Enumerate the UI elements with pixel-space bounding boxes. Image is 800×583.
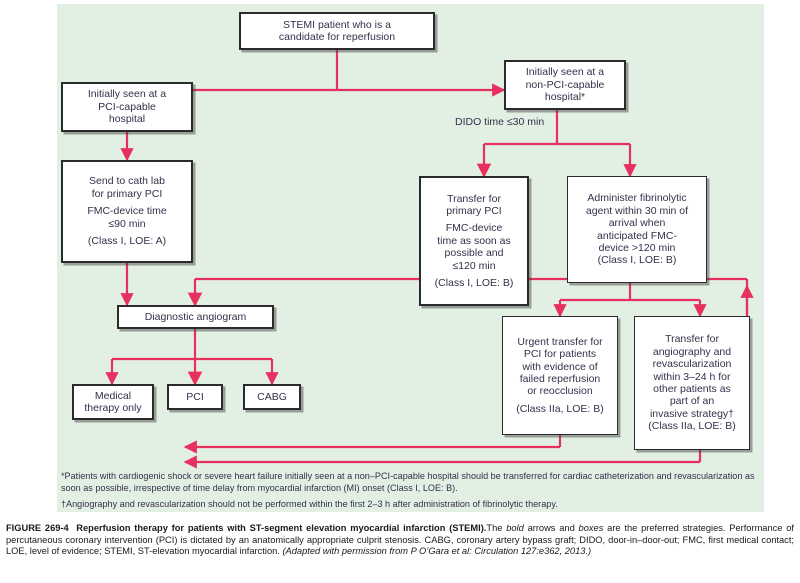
- node-urgent-transfer-pci-line-1: Urgent transfer for: [517, 335, 603, 348]
- node-administer-fibrinolytic-line-2: agent within 30 min of: [585, 204, 689, 217]
- node-send-to-cath-lab-line-4: FMC-device time: [87, 205, 167, 218]
- node-transfer-angiography-line-7: invasive strategy†: [649, 407, 735, 420]
- node-cabg-label: CABG: [257, 390, 287, 403]
- node-send-to-cath-lab-line-7: (Class I, LOE: A): [87, 235, 167, 248]
- node-transfer-primary-pci-line-1: Transfer for: [447, 192, 501, 205]
- node-pci-capable-hospital-line-2: PCI-capable: [98, 100, 156, 113]
- figure-number: FIGURE 269-4: [6, 523, 69, 533]
- figure-caption: FIGURE 269-4 Reperfusion therapy for pat…: [6, 523, 794, 558]
- node-transfer-primary-pci-line-7: ≤120 min: [452, 259, 496, 272]
- node-pci-capable-hospital-line-1: Initially seen at a: [87, 88, 167, 101]
- node-transfer-angiography-line-6: part of an: [669, 395, 715, 408]
- node-medical-therapy-only-line-2: therapy only: [84, 402, 142, 414]
- node-non-pci-capable-hospital-line-2: non-PCI-capable: [525, 78, 605, 91]
- edge-label-dido: DIDO time ≤30 min: [455, 116, 545, 128]
- caption-note-3: are the preferred strategies. Performanc…: [6, 523, 795, 557]
- node-transfer-primary-pci[interactable]: Transfer for primary PCI FMC-device time…: [419, 176, 529, 306]
- node-pci-capable-hospital-line-3: hospital: [108, 113, 146, 126]
- node-urgent-transfer-pci-line-5: or reocclusion: [527, 385, 593, 398]
- node-stemi-patient-line-2: candidate for reperfusion: [278, 31, 396, 43]
- node-medical-therapy-only[interactable]: Medical therapy only: [72, 384, 154, 420]
- node-stemi-patient-line-1: STEMI patient who is a: [283, 18, 391, 31]
- flowchart-panel: STEMI patient who is a candidate for rep…: [57, 4, 764, 512]
- node-diagnostic-angiogram[interactable]: Diagnostic angiogram: [117, 305, 274, 329]
- node-non-pci-capable-hospital-line-1: Initially seen at a: [525, 66, 605, 79]
- node-transfer-angiography-line-4: within 3–24 h for: [653, 370, 731, 383]
- node-administer-fibrinolytic-line-5: device >120 min: [598, 241, 676, 254]
- node-urgent-transfer-pci-line-7: (Class IIa, LOE: B): [516, 402, 604, 415]
- node-administer-fibrinolytic-line-4: anticipated FMC-: [597, 229, 677, 242]
- node-administer-fibrinolytic-line-3: arrival when: [608, 217, 666, 230]
- node-medical-therapy-only-line-1: Medical: [94, 389, 132, 402]
- caption-source: (Adapted with permission from P O’Gara e…: [282, 546, 592, 557]
- node-administer-fibrinolytic-line-1: Administer fibrinolytic: [587, 192, 687, 205]
- node-pci[interactable]: PCI: [167, 384, 223, 410]
- node-transfer-angiography-line-5: other patients as: [653, 383, 731, 395]
- node-send-to-cath-lab[interactable]: Send to cath lab for primary PCI FMC-dev…: [61, 160, 193, 263]
- figure-title: Reperfusion therapy for patients with ST…: [76, 523, 487, 533]
- node-non-pci-capable-hospital[interactable]: Initially seen at a non-PCI-capable hosp…: [504, 60, 626, 110]
- node-urgent-transfer-pci-line-2: PCI for patients: [523, 348, 597, 361]
- node-send-to-cath-lab-line-5: ≤90 min: [108, 217, 146, 230]
- node-administer-fibrinolytic-line-6: (Class I, LOE: B): [597, 254, 677, 267]
- node-send-to-cath-lab-line-1: Send to cath lab: [89, 175, 165, 188]
- node-transfer-primary-pci-line-6: possible and: [444, 247, 504, 260]
- node-transfer-angiography-line-3: revascularization: [652, 358, 732, 371]
- node-urgent-transfer-pci[interactable]: Urgent transfer for PCI for patients wit…: [502, 316, 618, 435]
- node-transfer-angiography-line-8: (Class IIa, LOE: B): [648, 420, 736, 433]
- node-non-pci-capable-hospital-line-3: hospital*: [544, 91, 586, 104]
- node-transfer-primary-pci-line-5: time as soon as: [437, 234, 511, 247]
- node-transfer-angiography[interactable]: Transfer for angiography and revasculari…: [634, 316, 750, 450]
- node-pci-capable-hospital[interactable]: Initially seen at a PCI-capable hospital: [61, 82, 193, 132]
- node-diagnostic-angiogram-label: Diagnostic angiogram: [144, 310, 247, 323]
- footnote-asterisk: *Patients with cardiogenic shock or seve…: [61, 471, 755, 493]
- node-send-to-cath-lab-line-2: for primary PCI: [91, 187, 163, 200]
- node-stemi-patient[interactable]: STEMI patient who is a candidate for rep…: [239, 12, 435, 50]
- footnote-dagger: †Angiography and revascularization shoul…: [61, 499, 558, 509]
- node-administer-fibrinolytic[interactable]: Administer fibrinolytic agent within 30 …: [567, 176, 707, 283]
- caption-note-1: The: [486, 523, 507, 533]
- caption-emphasis-arrows: bold: [506, 523, 524, 533]
- node-transfer-primary-pci-line-4: FMC-device: [445, 222, 503, 235]
- node-transfer-primary-pci-line-9: (Class I, LOE: B): [434, 277, 514, 290]
- node-transfer-angiography-line-1: Transfer for: [665, 333, 719, 346]
- caption-emphasis-boxes: boxes: [578, 523, 604, 533]
- node-transfer-primary-pci-line-2: primary PCI: [446, 204, 502, 217]
- node-transfer-angiography-line-2: angiography and: [652, 345, 732, 358]
- node-urgent-transfer-pci-line-4: failed reperfusion: [519, 373, 601, 385]
- node-cabg[interactable]: CABG: [243, 384, 301, 410]
- node-urgent-transfer-pci-line-3: with evidence of: [522, 360, 598, 373]
- node-pci-label: PCI: [186, 390, 204, 403]
- caption-note-2: arrows and: [523, 523, 579, 533]
